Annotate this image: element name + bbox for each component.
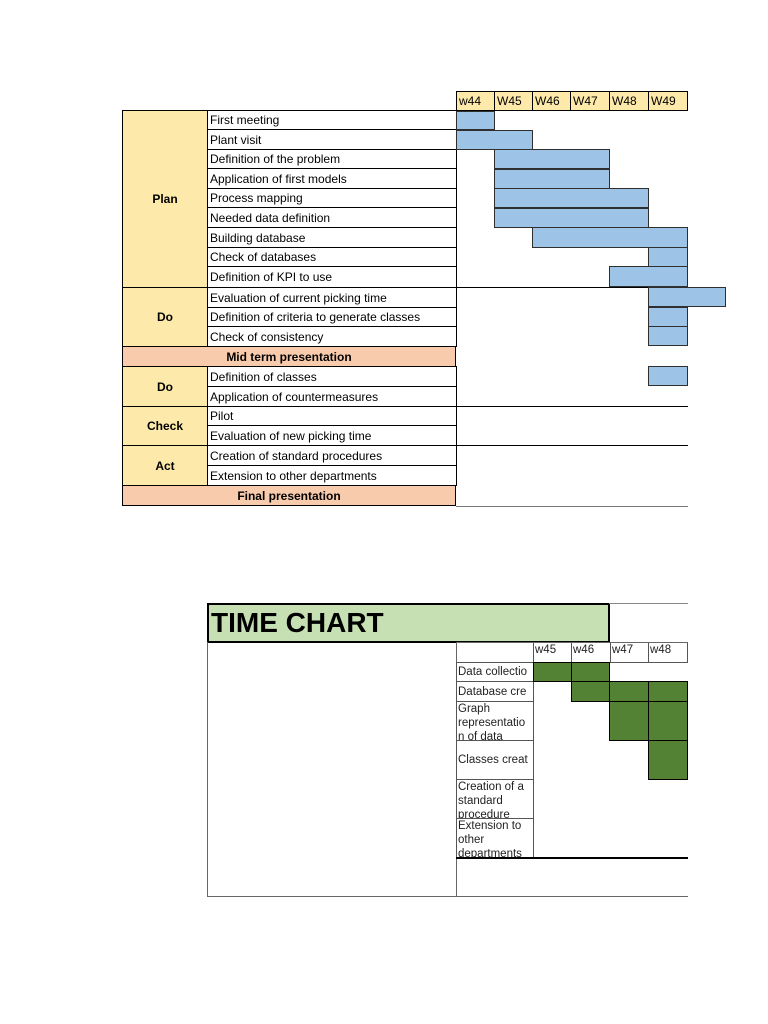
gantt-bar	[648, 681, 688, 702]
grid-line	[456, 406, 688, 407]
gantt-bar	[532, 227, 688, 248]
week-header-w48: w48	[648, 643, 688, 663]
grid-line	[456, 110, 688, 111]
gantt-bar	[648, 326, 688, 346]
week-header-w45: W45	[494, 91, 533, 111]
gantt-bar	[648, 247, 688, 267]
gantt-bar	[648, 701, 688, 741]
task-label: Check of consistency	[207, 326, 457, 347]
task-label: Graph representatio n of data	[456, 701, 534, 741]
task-label: Needed data definition	[207, 207, 457, 228]
phase-plan: Plan	[122, 110, 208, 288]
task-label: Definition of classes	[207, 366, 457, 387]
task-label: Evaluation of new picking time	[207, 425, 457, 446]
gantt-bar	[494, 188, 649, 208]
frame-line	[207, 896, 688, 897]
week-header-w46: W46	[532, 91, 571, 111]
week-header-w46: w46	[571, 643, 610, 663]
gantt-bar	[533, 662, 572, 682]
gantt-bar	[609, 266, 688, 287]
week-header-w44: w44	[456, 91, 495, 111]
week-header-w47: w47	[610, 643, 648, 663]
gantt-bar	[456, 130, 533, 150]
gantt-bar	[494, 169, 610, 189]
time-chart-title: TIME CHART	[207, 603, 610, 643]
task-label: Evaluation of current picking time	[207, 287, 457, 308]
mid-term-presentation: Mid term presentation	[122, 346, 456, 367]
phase-do: Do	[122, 287, 208, 347]
task-label: Classes creat	[456, 740, 534, 780]
grid-line	[456, 506, 688, 507]
gantt-bar	[648, 307, 688, 327]
task-label: First meeting	[207, 110, 457, 130]
grid-line	[609, 603, 688, 604]
task-label: Application of first models	[207, 168, 457, 189]
task-label: Building database	[207, 227, 457, 248]
task-label: Definition of criteria to generate class…	[207, 307, 457, 327]
gantt-bar	[456, 111, 495, 130]
week-header-w49: W49	[648, 91, 688, 111]
task-label: Data collectio	[456, 662, 534, 682]
week-header-w45: w45	[533, 643, 571, 663]
phase-act: Act	[122, 445, 208, 486]
week-header-w47: W47	[570, 91, 610, 111]
gantt-bar	[494, 149, 610, 169]
gantt-bar	[609, 681, 649, 702]
grid-line	[456, 445, 688, 446]
phase-do-2: Do	[122, 366, 208, 407]
task-label: Plant visit	[207, 129, 457, 150]
final-presentation: Final presentation	[122, 485, 456, 506]
frame-line	[207, 642, 208, 897]
gantt-bar	[648, 740, 688, 780]
task-label: Check of databases	[207, 247, 457, 267]
task-label: Process mapping	[207, 188, 457, 208]
task-label: Extension to other departments	[207, 465, 457, 486]
grid-line	[456, 857, 688, 859]
task-label: Definition of the problem	[207, 149, 457, 169]
gantt-bar	[494, 208, 649, 228]
phase-check: Check	[122, 406, 208, 446]
gantt-bar	[648, 287, 726, 307]
task-label: Creation of a standard procedure	[456, 779, 534, 819]
gantt-bar	[571, 681, 610, 702]
gantt-bar	[648, 366, 688, 386]
task-label: Application of countermeasures	[207, 386, 457, 407]
task-label: Extension to other departments	[456, 818, 534, 858]
frame-line	[456, 642, 688, 643]
task-label: Database cre	[456, 681, 534, 702]
task-label: Creation of standard procedures	[207, 445, 457, 466]
gantt-bar	[571, 662, 610, 682]
task-label: Definition of KPI to use	[207, 266, 457, 288]
grid-line	[456, 287, 688, 288]
gantt-bar	[609, 701, 649, 741]
week-header-w48: W48	[609, 91, 649, 111]
task-label: Pilot	[207, 406, 457, 426]
